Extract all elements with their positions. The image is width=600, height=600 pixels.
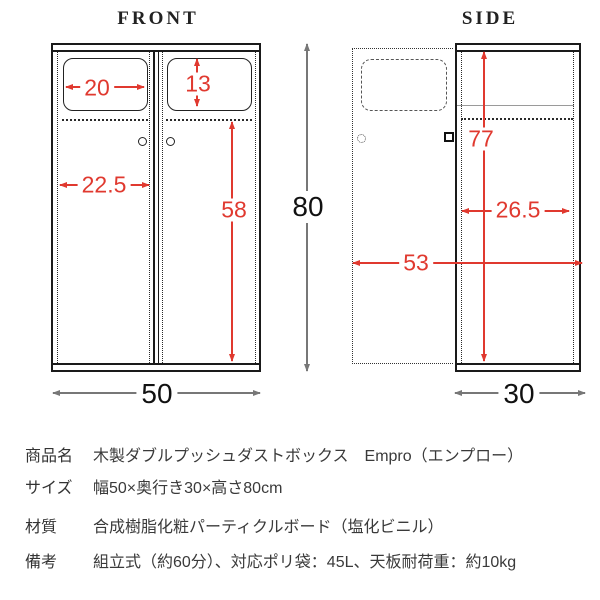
spec-value-material: 合成樹脂化粧パーティクルボード（塩化ビニル） [93, 519, 444, 536]
spec-label-notes: 備考 [25, 554, 58, 571]
side-ghost-push-opening [361, 59, 447, 111]
front-right-knob [165, 136, 175, 146]
spec-label-material: 材質 [25, 519, 58, 536]
side-flap-dotted-line [461, 118, 573, 120]
front-right-push-opening [167, 58, 252, 111]
front-view-title: FRONT [117, 8, 199, 29]
side-open-door-ghost-outline [352, 48, 453, 364]
side-view-title: SIDE [461, 8, 519, 29]
side-inner-height-arrow [480, 51, 487, 362]
spec-label-size: サイズ [25, 480, 73, 497]
front-top-frame-line [51, 50, 261, 52]
side-overall-depth-value: 30 [498, 378, 540, 410]
front-door-edge-dotted [57, 52, 58, 363]
front-door-edge-dotted [148, 52, 150, 363]
front-door-width-value: 22.5 [77, 173, 131, 197]
front-overall-width-value: 50 [136, 378, 178, 410]
side-base-line [455, 363, 581, 365]
front-door-edge-dotted [255, 52, 256, 363]
front-center-divider-left [153, 52, 155, 363]
side-shelf-line [457, 105, 574, 106]
side-ghost-knob [357, 134, 366, 143]
front-overall-height-value: 80 [287, 191, 329, 223]
spec-label-product-name: 商品名 [25, 448, 74, 465]
front-left-push-opening [63, 58, 148, 111]
spec-value-notes: 組立式（約60分）、対応ポリ袋：45L、天板耐荷重：約10kg [93, 554, 517, 571]
side-open-door-depth-value: 53 [399, 251, 433, 275]
side-top-frame-line [455, 50, 581, 52]
front-left-knob [137, 136, 147, 146]
front-right-flap-dotted-line [166, 119, 252, 121]
side-open-door-depth-arrow [352, 259, 583, 266]
front-base-line [51, 363, 261, 365]
front-left-flap-dotted-line [62, 119, 148, 121]
side-door-handle [444, 132, 454, 142]
spec-value-product-name: 木製ダブルプッシュダストボックス Empro（エンプロー） [93, 448, 524, 465]
front-opening-height-value: 13 [181, 72, 215, 96]
front-door-height-arrow [228, 121, 235, 362]
front-opening-width-value: 20 [80, 76, 114, 100]
side-panel-edge-dotted [573, 52, 574, 363]
front-door-edge-dotted [162, 52, 163, 363]
spec-value-size: 幅50×奥行き30×高さ80cm [93, 480, 283, 497]
front-door-height-value: 58 [217, 198, 251, 222]
side-inner-depth-value: 26.5 [491, 198, 545, 222]
front-center-divider-right [157, 52, 159, 363]
side-inner-height-value: 77 [464, 127, 498, 151]
